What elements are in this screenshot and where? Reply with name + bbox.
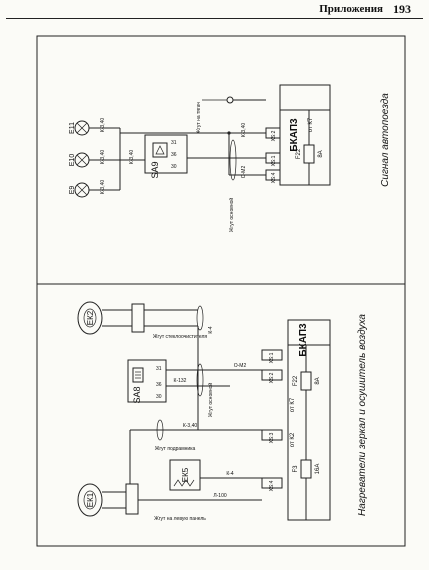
warning-triangle-icon — [155, 145, 165, 155]
top-junction — [227, 131, 231, 135]
top-wire-label-3: К-3,40 — [100, 180, 106, 195]
bottom-block-bkap3 — [287, 319, 331, 521]
bottom-wire-label-4: О-М2 — [234, 363, 247, 369]
bottom-ek2-bundle — [196, 305, 204, 331]
top-switch-pin-1: 31 — [171, 140, 177, 146]
bottom-heater-label-1: ЕК2 — [86, 310, 95, 325]
bottom-relay-label-2: от К2 — [290, 432, 296, 447]
bottom-harness-subframe: Жгут подрамника — [155, 446, 196, 452]
header-rule — [6, 18, 423, 19]
top-fuse-rating: 8А — [318, 150, 324, 157]
bottom-connector-1 — [261, 349, 283, 361]
bottom-fuse-label-1: F22 — [293, 375, 299, 386]
bottom-wire-label-6: Л-100 — [213, 493, 227, 499]
top-harness-tractor: Жгут на тягач — [196, 102, 202, 134]
bottom-dryer-label: ЕК5 — [181, 467, 190, 482]
top-lamp-e10 — [74, 152, 90, 168]
bottom-connector-4 — [261, 477, 283, 489]
bottom-switch-pin-3: 30 — [156, 394, 162, 400]
bottom-caption: Нагреватели зеркал и осушитель воздуха — [357, 314, 368, 516]
bottom-switch-label: SA8 — [132, 386, 142, 403]
top-lamp-label-3: E9 — [69, 186, 76, 195]
bottom-frame — [36, 283, 406, 547]
top-caption: Сигнал автопоезда — [380, 93, 391, 187]
top-lamp-e9 — [74, 182, 90, 198]
bottom-connector-2 — [261, 369, 283, 381]
top-relay-label: от К7 — [308, 117, 314, 132]
bottom-block-label: БКАП3 — [298, 323, 309, 357]
top-switch-pin-3: 30 — [171, 164, 177, 170]
top-wire-label-4: К-3,40 — [241, 123, 247, 138]
top-lamp-e11 — [74, 120, 90, 136]
bottom-fuse-label-2: F3 — [293, 465, 299, 473]
top-wire-label-6: К-3,40 — [129, 150, 135, 165]
top-lamp-label-1: E11 — [69, 122, 76, 134]
top-connector-label-2: ХS:1 — [271, 155, 277, 166]
bottom-connector-label-1: ХS:1 — [269, 352, 275, 363]
bottom-fuse-rating-1: 8А — [315, 377, 321, 384]
bottom-harness-left-panel: Жгут на левую панель — [154, 516, 206, 522]
top-block-label: БКАП3 — [289, 118, 300, 152]
top-block-bkap3 — [279, 84, 331, 186]
bottom-harness-main: Жгут основной — [207, 383, 214, 418]
bottom-subframe-bundle — [156, 419, 164, 441]
top-lamp-label-2: E10 — [69, 154, 76, 167]
top-wire-label-1: К-3,40 — [100, 118, 106, 133]
bottom-wire-label-3: К-3,40 — [183, 423, 198, 429]
bottom-wire-label-1: К-4 — [208, 326, 214, 334]
top-connector-label-3: ХS:4 — [271, 172, 277, 183]
page-number: 193 — [393, 2, 411, 16]
top-wire-label-5: О-М2 — [241, 166, 247, 179]
bottom-main-bundle — [196, 363, 204, 397]
top-harness-bundle — [229, 139, 237, 181]
bottom-heater-label-2: ЕК1 — [86, 492, 95, 507]
bottom-fuse-f3 — [300, 459, 312, 479]
bottom-ek2-connector — [131, 303, 145, 333]
bottom-heater-ek2 — [77, 301, 103, 335]
bottom-heater-ek1 — [77, 483, 103, 517]
bottom-fuse-f22 — [300, 371, 312, 391]
bottom-harness-wiper: Жгут стеклоочистителя — [153, 334, 208, 340]
heater-element-icon — [173, 479, 195, 487]
bottom-connector-3 — [261, 429, 283, 441]
top-harness-main: Жгут основной — [228, 198, 235, 233]
top-fuse-label: F22 — [296, 148, 302, 159]
bottom-wire-label-5: К-4 — [226, 471, 234, 477]
bottom-diagram: БКАП3 ХS:1 ХS:2 ХS:3 ХS:4 F22 8А от К7 F… — [77, 301, 368, 522]
bottom-relay-label-1: от К7 — [290, 397, 296, 412]
top-wire-label-2: К-3,40 — [100, 150, 106, 165]
bottom-switch-pin-2: 36 — [156, 382, 162, 388]
top-tractor-terminal — [226, 96, 234, 104]
bottom-connector-label-4: ХS:4 — [269, 480, 275, 491]
top-fuse-f22 — [303, 144, 315, 164]
top-switch-sa9 — [144, 134, 188, 174]
bottom-switch-pin-1: 31 — [156, 366, 162, 372]
section-title: Приложения — [319, 3, 383, 15]
bottom-ek1-connector — [125, 483, 139, 515]
top-connector-label-1: ХS:2 — [271, 130, 277, 141]
bottom-connector-label-2: ХS:2 — [269, 372, 275, 383]
top-diagram: БКАП3 ХS:2 ХS:1 ХS:4 F22 8А от К7 О-М2 К… — [69, 84, 391, 233]
bottom-wire-label-2: К-132 — [174, 378, 187, 384]
bottom-connector-label-3: ХS:3 — [269, 432, 275, 443]
top-switch-symbol — [152, 142, 168, 158]
top-switch-label: SA9 — [150, 161, 160, 178]
top-switch-pin-2: 36 — [171, 152, 177, 158]
bottom-fuse-rating-2: 16А — [315, 464, 321, 475]
